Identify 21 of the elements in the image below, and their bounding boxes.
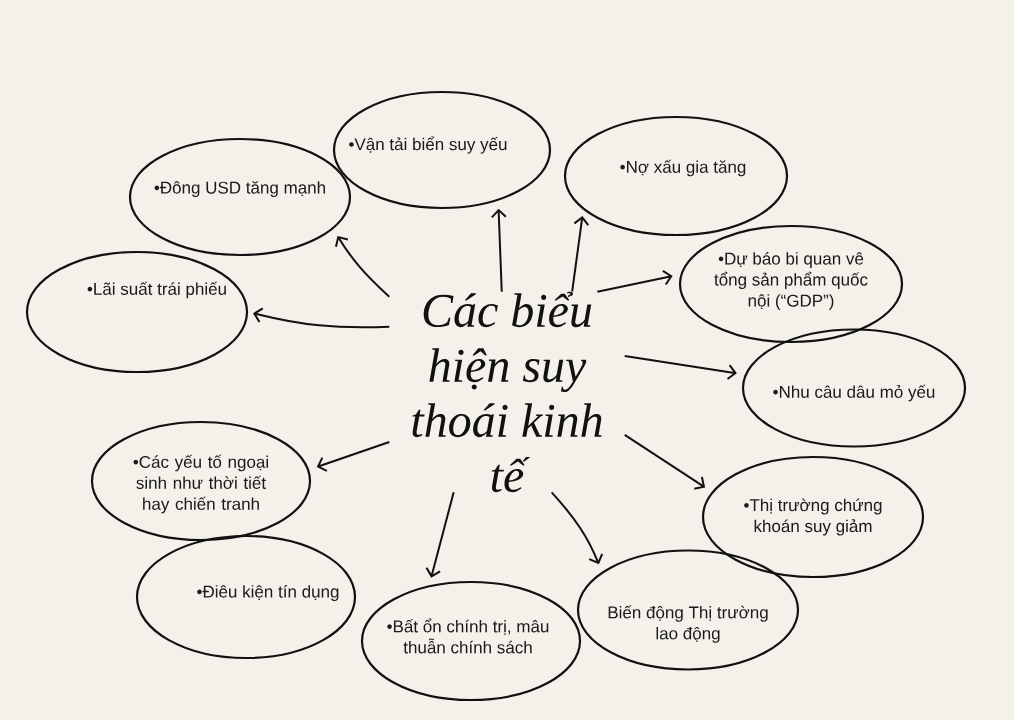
arrow (334, 235, 391, 298)
ellipse-bubble: •Vận tải biển suy yếu (332, 90, 552, 210)
arrow (316, 440, 391, 472)
arrow (596, 269, 673, 293)
arrow (571, 215, 590, 293)
ellipse-bubble: •Nhu câu dâu mỏ yếu (741, 328, 967, 448)
ellipse-bubble: •Các yếu tố ngoại sinh như thời tiết hay chiến tranh (90, 420, 312, 542)
arrow (623, 433, 706, 490)
ellipse-bubble: •Thị trường chứng khoán suy giảm (701, 455, 925, 579)
arrow (252, 307, 391, 329)
arrow (490, 208, 507, 293)
arrow (550, 491, 604, 565)
arrow (425, 491, 455, 578)
ellipse-bubble: •Dự báo bi quan vê tổng sản phẩm quốc nội (“GDP”) (678, 224, 904, 344)
ellipse-bubble: •Lãi suất trái phiếu (25, 250, 249, 374)
ellipse-bubble: Biến động Thị trường lao động (576, 549, 800, 671)
ellipse-bubble: •Nợ xấu gia tăng (563, 115, 789, 237)
ellipse-bubble: •Điêu kiện tín dụng (135, 534, 357, 660)
center-heading: Các biểu hiện suy thoái kinh tế (412, 291, 602, 493)
arrow (623, 355, 737, 380)
ellipse-bubble: •Bất ổn chính trị, mâu thuẫn chính sách (360, 580, 582, 702)
